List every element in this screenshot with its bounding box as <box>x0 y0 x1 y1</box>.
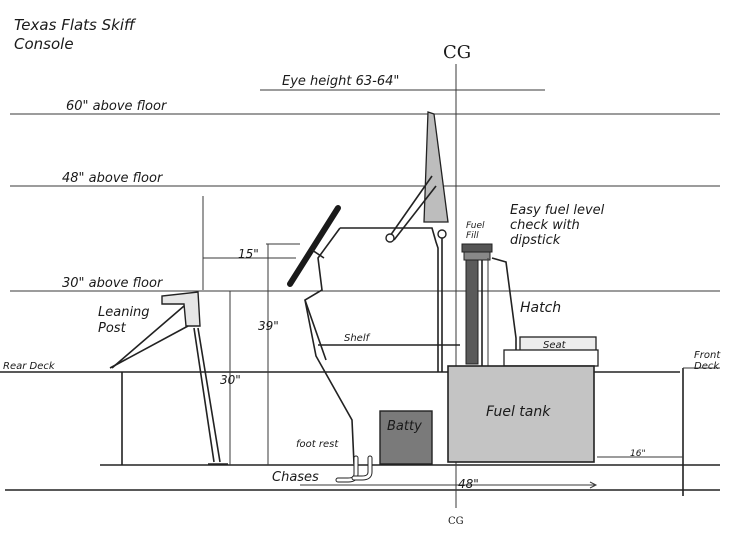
windshield <box>385 111 449 372</box>
label-leaning-post-1: Leaning <box>98 305 150 320</box>
label-dim-30: 30" <box>220 373 241 387</box>
steering-column <box>311 249 325 259</box>
dimension-48 <box>300 481 598 489</box>
label-front-deck-1: Front <box>694 350 721 361</box>
label-front-deck-2: Deck <box>694 361 720 372</box>
label-leaning-post-2: Post <box>98 321 127 336</box>
label-seat: Seat <box>543 340 567 351</box>
label-fuel-note-1: Easy fuel level <box>510 203 605 218</box>
leaning-post <box>109 291 228 465</box>
hatch-outline <box>491 257 517 364</box>
label-fuel-note-3: dipstick <box>510 233 561 248</box>
label-foot-rest: foot rest <box>296 439 339 450</box>
fuel-tank <box>447 365 595 463</box>
label-cg-top: CG <box>443 42 471 63</box>
label-48-above-floor: 48" above floor <box>62 171 164 186</box>
label-shelf: Shelf <box>344 333 371 344</box>
title-line1: Texas Flats Skiff <box>14 16 137 34</box>
dimension-15 <box>202 196 300 290</box>
label-fuel-tank: Fuel tank <box>486 404 551 420</box>
label-dim-39: 39" <box>258 319 279 333</box>
label-dim-16: 16" <box>630 449 646 459</box>
label-fuel-fill-2: Fill <box>466 231 479 241</box>
fuel-filler <box>461 243 493 366</box>
title-line2: Console <box>14 35 74 53</box>
battery <box>379 410 433 465</box>
label-eye-height: Eye height 63-64" <box>282 74 399 89</box>
label-rear-deck: Rear Deck <box>3 361 56 372</box>
label-dim-15: 15" <box>238 247 259 261</box>
label-dim-48: 48" <box>458 477 479 491</box>
chases <box>335 455 373 483</box>
label-fuel-note-2: check with <box>510 218 580 233</box>
steering-wheel <box>287 205 341 287</box>
seat-base <box>503 349 599 367</box>
label-cg-bottom: CG <box>448 516 464 527</box>
label-60-above-floor: 60" above floor <box>66 99 168 114</box>
label-chases: Chases <box>272 470 319 485</box>
label-30-above-floor: 30" above floor <box>62 276 164 291</box>
label-hatch: Hatch <box>520 300 561 316</box>
console-foot-edge <box>304 299 327 361</box>
label-batty: Batty <box>387 419 422 434</box>
label-fuel-fill-1: Fuel <box>466 221 485 231</box>
